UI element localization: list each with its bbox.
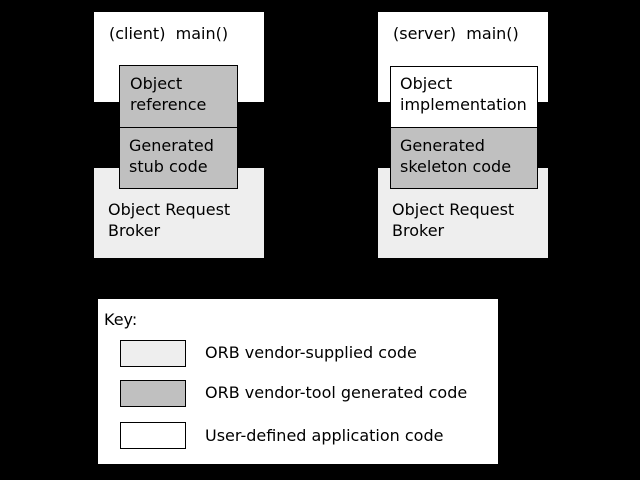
server-object-implementation-box: Object implementation	[390, 66, 538, 128]
key-label-vendor-generated: ORB vendor-tool generated code	[205, 383, 468, 402]
client-object-reference-label: Object reference	[130, 74, 207, 114]
server-orb-label: Object Request Broker	[392, 200, 515, 240]
client-stub-code-label: Generated stub code	[129, 136, 214, 176]
key-swatch-vendor-supplied	[120, 340, 186, 367]
server-object-implementation-label: Object implementation	[400, 74, 527, 114]
key-label-user-defined: User-defined application code	[205, 426, 444, 445]
server-skeleton-code-label: Generated skeleton code	[400, 136, 512, 176]
server-main-label: (server) main()	[393, 24, 519, 43]
key-label-vendor-supplied: ORB vendor-supplied code	[205, 343, 417, 362]
client-main-label: (client) main()	[109, 24, 229, 43]
key-swatch-vendor-generated	[120, 380, 186, 407]
key-title: Key:	[104, 310, 138, 329]
key-swatch-user-defined	[120, 422, 186, 449]
server-skeleton-code-box: Generated skeleton code	[390, 127, 538, 189]
client-orb-label: Object Request Broker	[108, 200, 231, 240]
client-object-reference-box: Object reference	[119, 65, 238, 128]
key-panel: Key: ORB vendor-supplied code ORB vendor…	[98, 299, 498, 464]
client-stub-code-box: Generated stub code	[119, 127, 238, 189]
